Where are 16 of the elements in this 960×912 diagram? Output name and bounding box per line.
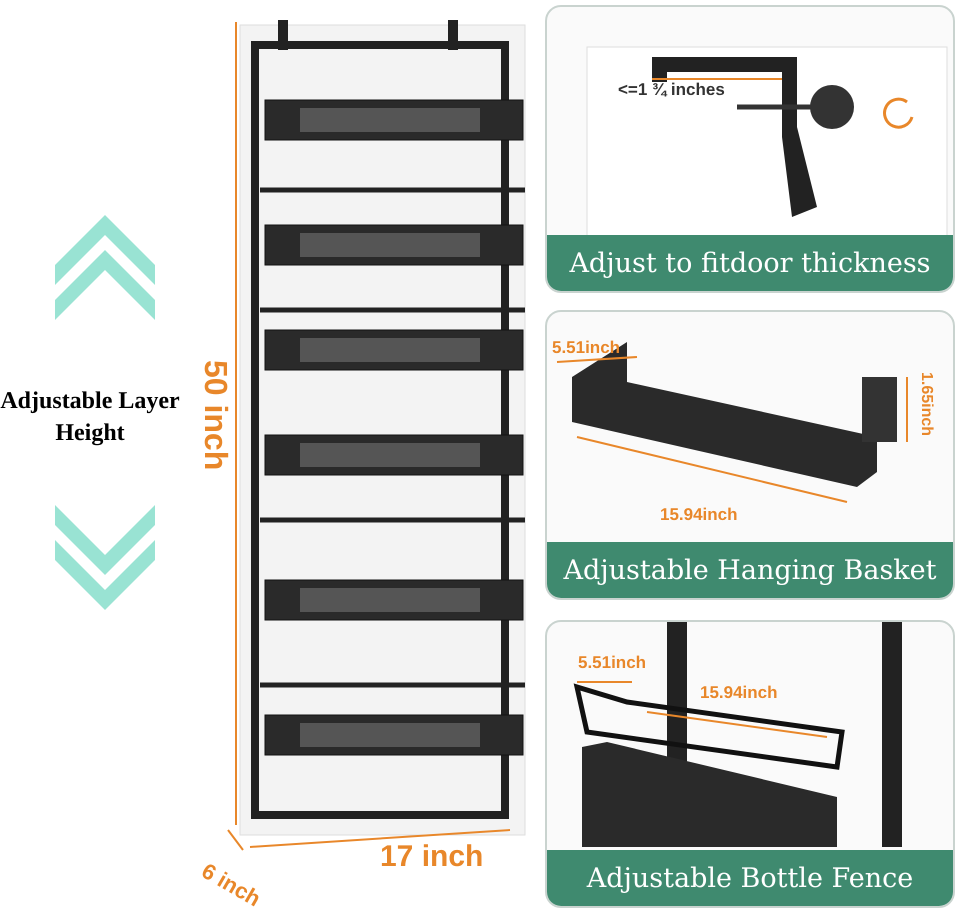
caption-banner: Adjustable Bottle Fence bbox=[547, 850, 953, 906]
dimension-label: <=1 ¾ inches bbox=[618, 80, 725, 100]
heading: Adjustable Layer Height bbox=[0, 387, 180, 448]
dimension-label: 6 inch bbox=[197, 858, 266, 912]
feature-panel bbox=[545, 5, 955, 293]
dimension-label: 5.51inch bbox=[552, 338, 620, 358]
dimension-label: 5.51inch bbox=[578, 653, 646, 673]
feature-panel bbox=[545, 620, 955, 908]
caption-banner: Adjustable Hanging Basket bbox=[547, 542, 953, 598]
feature-panel bbox=[545, 310, 955, 600]
dimension-label: 50 inch bbox=[197, 360, 234, 470]
dimension-label: 15.94inch bbox=[700, 683, 778, 703]
dimension-label: 1.65inch bbox=[917, 372, 935, 436]
dimension-label: 15.94inch bbox=[660, 505, 738, 525]
dimension-label: 17 inch bbox=[380, 840, 484, 874]
caption-banner: Adjust to fitdoor thickness bbox=[547, 235, 953, 291]
